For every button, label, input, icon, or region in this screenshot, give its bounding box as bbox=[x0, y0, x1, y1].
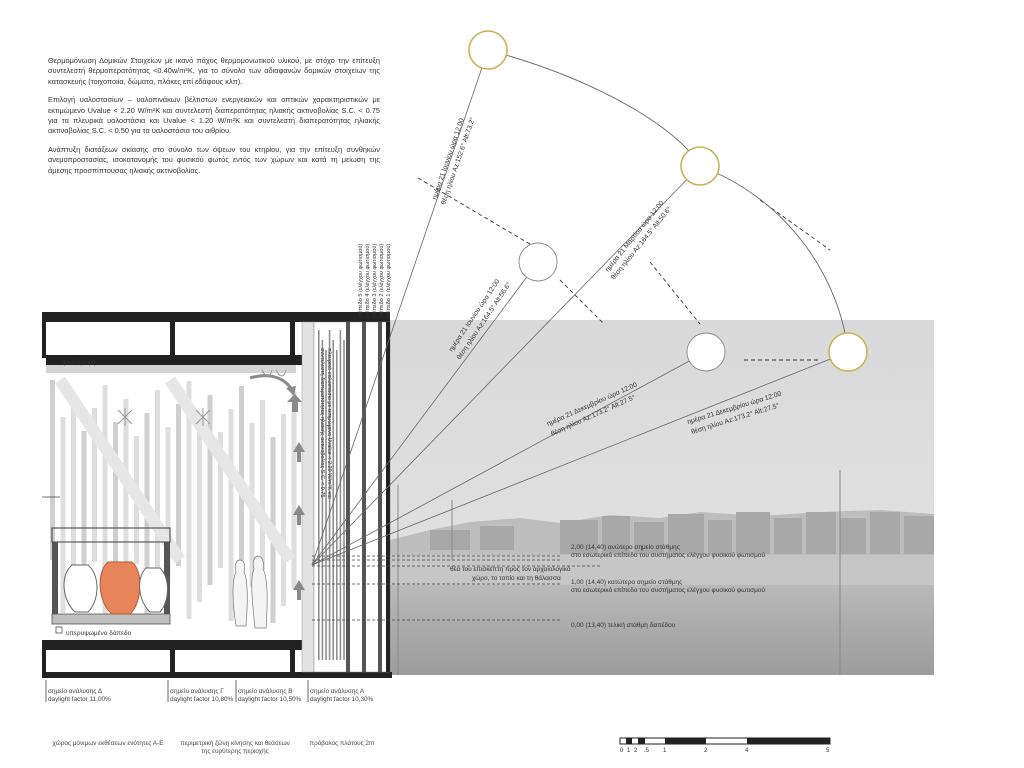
sun-positions bbox=[468, 30, 868, 372]
louvre-level-label: επίπεδο 5 (ελέγχου φωτισμού) bbox=[357, 244, 364, 318]
view-label: θέα του επισκέπτη προς τον αρχαιολογικό bbox=[450, 565, 571, 573]
interior-light-vanes bbox=[50, 376, 297, 623]
analysis-ticks bbox=[45, 680, 309, 702]
sun-icon bbox=[828, 332, 868, 372]
light-vane bbox=[50, 380, 55, 560]
louvre-blade bbox=[325, 350, 327, 660]
light-vane bbox=[197, 418, 202, 602]
vent-icon bbox=[117, 408, 133, 426]
zone-caption-exhibition: χώρος μόνιμων εκθέσεων ενότητες Α-Ε bbox=[52, 740, 164, 747]
sun-label-datetime: ημέρα 21 Μαρτίου ώρα 12:00 bbox=[603, 199, 665, 273]
lower-level-label: 1,00 (14,40) κατώτερο σημείο στάθμης bbox=[571, 578, 682, 586]
landscape-photo bbox=[390, 320, 934, 675]
louvre-level-label: επίπεδο 2 (ελέγχου φωτισμού) bbox=[378, 244, 385, 318]
raised-floor-label: υπερυψωμένο δάπεδο bbox=[66, 629, 132, 637]
shading-angle bbox=[649, 261, 701, 325]
zone-caption-cantilever: πρόβολος πλάτους 2m bbox=[309, 740, 375, 747]
light-vane bbox=[260, 400, 265, 570]
light-vane bbox=[218, 432, 223, 568]
analysis-point-d: σημείο ανάλυσης Δ daylight factor 11,00% bbox=[48, 688, 111, 703]
glazing-note: πλευρικό υαλοστάσιο με εκτιμώμενο Uvalue… bbox=[326, 348, 333, 499]
shading-angle bbox=[417, 177, 541, 251]
level-lines bbox=[42, 496, 600, 621]
sun-icon bbox=[468, 30, 508, 70]
light-vane bbox=[228, 409, 234, 621]
louvre-level-label: επίπεδο 1 (ελέγχου φωτισμού) bbox=[385, 244, 392, 318]
light-vane bbox=[55, 376, 185, 564]
sun-ray bbox=[311, 351, 849, 566]
visitor-figure-icon bbox=[232, 559, 248, 627]
sun-icon bbox=[686, 332, 726, 372]
shading-angle bbox=[559, 279, 605, 325]
light-vane bbox=[102, 385, 108, 615]
light-vane bbox=[92, 408, 97, 562]
floor-marker-icon bbox=[55, 626, 63, 634]
sun-path-arc bbox=[487, 49, 849, 353]
airflow-arrows bbox=[249, 374, 305, 600]
visitor-figure-icon bbox=[251, 555, 268, 629]
sun-ray bbox=[311, 49, 489, 566]
sun-icon bbox=[518, 242, 558, 282]
lower-level-label: στο εσωτερικό επίπεδο του συστήματος ελέ… bbox=[571, 586, 765, 594]
upper-level-label: 2,00 (14,40) ανώτερο σημείο στάθμης bbox=[571, 543, 680, 551]
scale-tick: 2 bbox=[704, 748, 708, 754]
louvre-level-label: επίπεδο 3 (ελέγχου φωτισμού) bbox=[371, 244, 378, 318]
analysis-point-b: σημείο ανάλυσης Β daylight factor 10,50% bbox=[238, 688, 302, 703]
light-vane bbox=[281, 414, 286, 606]
upper-level-label: στο εσωτερικό επίπεδο του συστήματος ελέ… bbox=[571, 551, 765, 559]
light-vane bbox=[207, 395, 213, 585]
louvre-blade bbox=[318, 330, 320, 660]
exhibit-showcase bbox=[51, 527, 171, 625]
scale-tick: 1 bbox=[627, 748, 631, 754]
light-vane bbox=[176, 404, 181, 566]
louvre-level-label: επίπεδο 4 (ελέγχου φωτισμού) bbox=[364, 244, 371, 318]
false-ceiling-label: ψευδοροφή bbox=[62, 359, 96, 366]
light-vane bbox=[123, 399, 129, 581]
amphora-left-icon bbox=[63, 564, 98, 613]
amphora-highlight-icon bbox=[99, 561, 141, 615]
light-vane bbox=[71, 394, 76, 596]
sun-ray bbox=[311, 165, 701, 566]
note-insulation: Θερμομόνωση Δομικών Στοιχείων με ικανό π… bbox=[48, 56, 380, 86]
design-notes: Θερμομόνωση Δομικών Στοιχείων με ικανό π… bbox=[48, 56, 380, 184]
light-vane bbox=[113, 422, 118, 598]
louvre-blade bbox=[343, 340, 345, 660]
louvre-blade bbox=[328, 330, 331, 660]
zone-caption-perimeter: περιμετρική ζώνη κίνησης και θεάσεων της… bbox=[180, 740, 290, 755]
facade-louvres bbox=[318, 330, 345, 660]
floor-level-label: 0,00 (13,40) τελική στάθμη δαπέδου bbox=[571, 621, 676, 629]
scale-tick: .5 bbox=[644, 748, 650, 754]
sun-icon bbox=[680, 146, 720, 186]
analysis-point-a: σημείο ανάλυσης Α daylight factor 10,30% bbox=[310, 688, 374, 703]
sun-ray bbox=[311, 261, 539, 566]
light-vane bbox=[165, 376, 295, 564]
scale-tick: 1 bbox=[663, 748, 667, 754]
light-vane bbox=[186, 381, 192, 619]
scale-tick: 0 bbox=[620, 748, 624, 754]
sun-ray bbox=[311, 351, 707, 566]
light-vane bbox=[60, 417, 66, 613]
light-vane bbox=[155, 390, 160, 600]
vent-icon bbox=[261, 369, 287, 377]
amphora-right-icon bbox=[139, 567, 168, 613]
louvre-blade bbox=[321, 340, 324, 660]
scale-tick: 4 bbox=[745, 748, 749, 754]
light-vane bbox=[81, 431, 87, 579]
analysis-point-c: σημείο ανάλυσης Γ daylight factor 10,80% bbox=[170, 688, 234, 703]
scale-tick: 5 bbox=[826, 748, 830, 754]
louvre-blade bbox=[336, 350, 338, 660]
light-vane bbox=[165, 427, 171, 583]
louvre-blade bbox=[332, 340, 334, 660]
note-shading: Ανάπτυξη διατάξεων σκίασης στο σύνολο τω… bbox=[48, 144, 380, 175]
view-label: χώρο, το τοπίο και τη θάλασσα bbox=[472, 574, 561, 582]
scale-tick: 2 bbox=[634, 748, 638, 754]
note-glazing: Επιλογή υαλοστασίων – υαλοπινάκων βέλτισ… bbox=[48, 95, 380, 136]
sun-label-position: θέση ηλίου Az:164.5° Alt:50.6° bbox=[609, 205, 673, 281]
light-vane bbox=[291, 391, 297, 589]
louvre-blade bbox=[339, 330, 342, 660]
scale-bar bbox=[619, 737, 831, 745]
vent-icon bbox=[195, 408, 211, 426]
glazing-note: συντελεστή διαπερατότητας ηλιακής ακτινο… bbox=[319, 348, 326, 497]
